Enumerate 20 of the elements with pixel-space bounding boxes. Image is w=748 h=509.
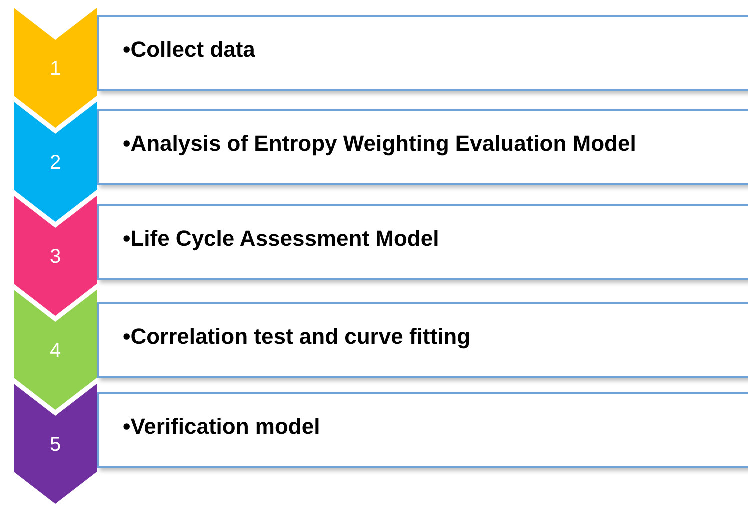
chevron-shape	[14, 8, 97, 128]
step-box	[97, 109, 748, 185]
step-box	[97, 392, 748, 468]
step-box	[97, 15, 748, 91]
chevron-shape	[14, 102, 97, 222]
step-number: 1	[48, 58, 62, 81]
step-box	[97, 204, 748, 280]
chevron-shape	[14, 384, 97, 504]
step-number: 2	[48, 152, 62, 175]
step-number: 3	[48, 246, 62, 269]
step-text: •Correlation test and curve fitting	[123, 324, 471, 350]
step-number: 5	[48, 434, 62, 457]
step-text: •Life Cycle Assessment Model	[123, 226, 440, 252]
step-text: •Collect data	[123, 37, 256, 63]
step-text: •Verification model	[123, 414, 320, 440]
chevron-shape	[14, 290, 97, 410]
step-number: 4	[48, 340, 62, 363]
chevron-shape	[14, 196, 97, 316]
step-text: •Analysis of Entropy Weighting Evaluation Model	[123, 131, 636, 157]
step-box	[97, 302, 748, 378]
